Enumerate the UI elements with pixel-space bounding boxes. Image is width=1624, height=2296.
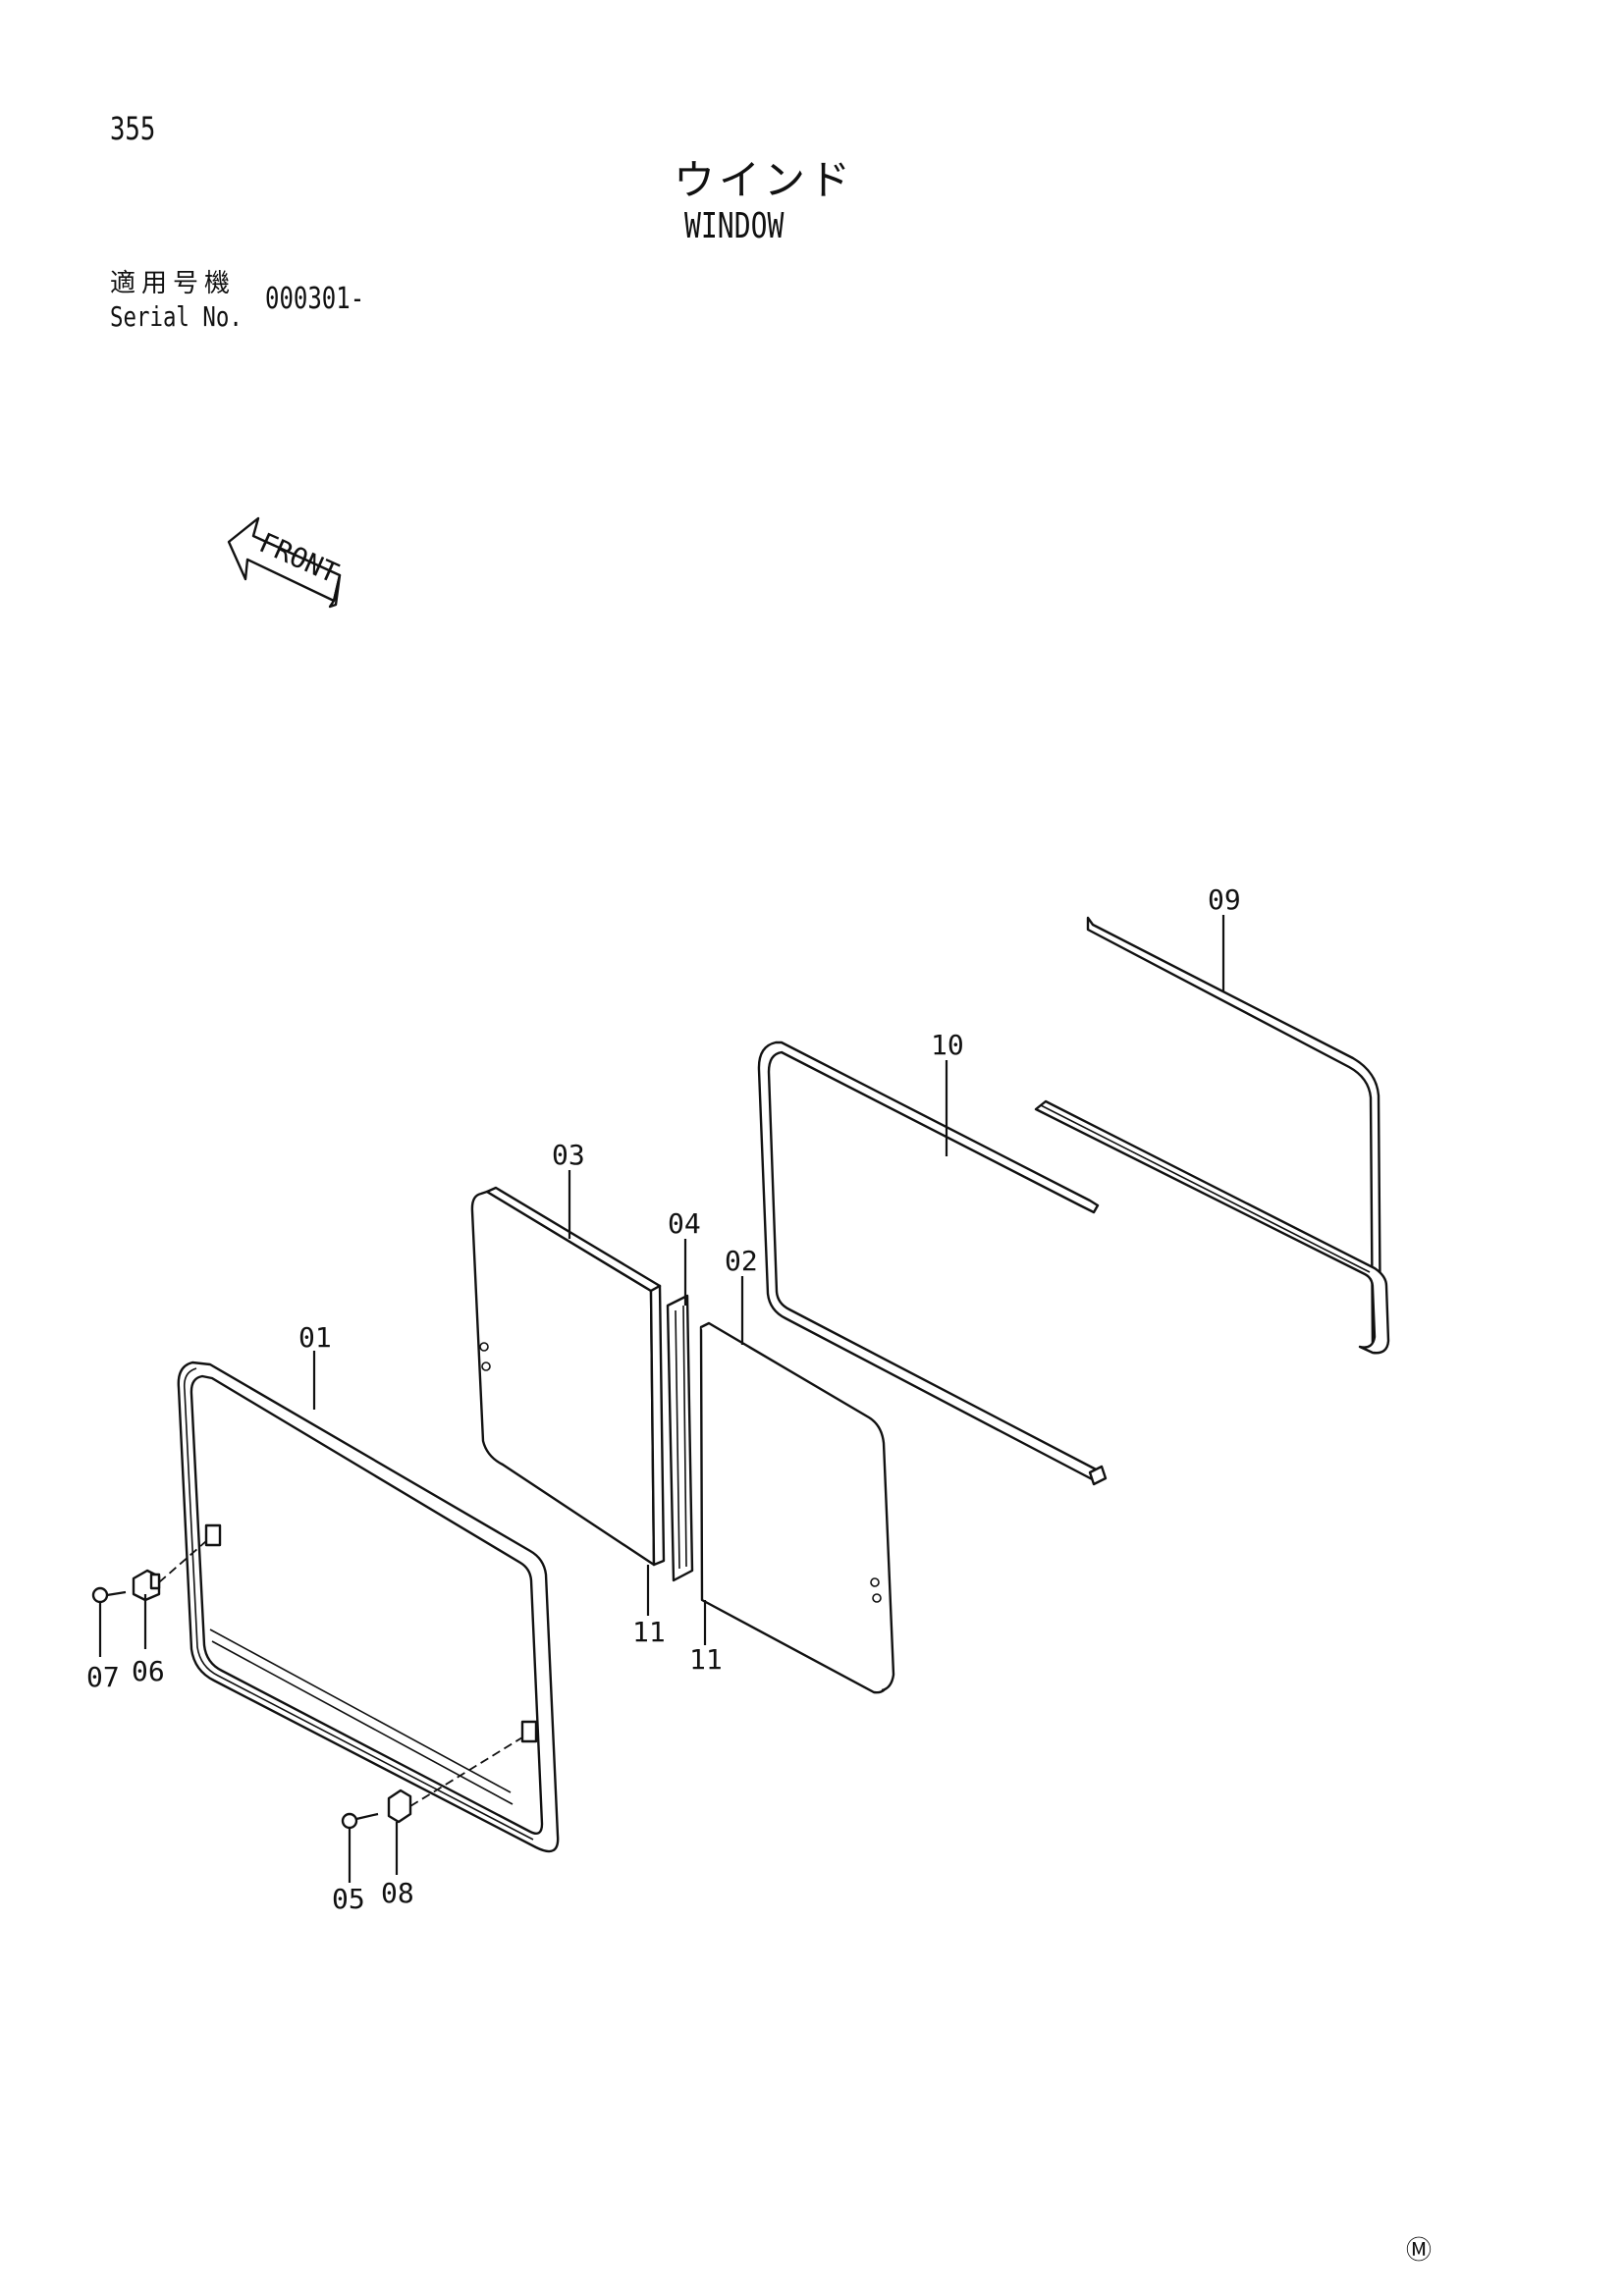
part-09-weatherstrip — [1086, 916, 1382, 1351]
callout-03: 03 — [552, 1139, 585, 1171]
part-02-glass-panel — [699, 1321, 895, 1694]
title-english: WINDOW — [684, 206, 785, 246]
part-01-sash-frame — [177, 1361, 560, 1853]
part-08-fastener — [387, 1789, 412, 1824]
assembly-line-06 — [158, 1540, 207, 1583]
part-05-screw — [341, 1812, 379, 1830]
part-06-fastener — [132, 1569, 161, 1602]
callout-06: 06 — [132, 1655, 165, 1687]
serial-number-value: 000301- — [265, 282, 365, 316]
part-04-channel-strip — [666, 1294, 694, 1582]
leader-lines — [98, 915, 1225, 1883]
callout-08: 08 — [381, 1877, 414, 1909]
serial-label-english: Serial No. — [110, 300, 243, 333]
callout-11-left: 11 — [632, 1616, 666, 1648]
front-arrow-icon: FRONT — [227, 516, 344, 609]
assembly-line-08 — [409, 1736, 523, 1807]
callout-11-right: 11 — [689, 1643, 723, 1676]
callout-01: 01 — [298, 1321, 332, 1354]
title-japanese: ウインド — [674, 156, 855, 204]
callout-04: 04 — [668, 1207, 701, 1240]
callout-09: 09 — [1208, 883, 1241, 916]
callout-05: 05 — [332, 1883, 365, 1915]
revision-mark: Ⓜ — [1406, 2236, 1433, 2266]
serial-label-japanese: 適用号機 — [110, 269, 237, 298]
part-07-screw — [91, 1586, 127, 1604]
part-10-rubber-frame — [757, 1041, 1390, 1486]
part-03-glass-panel — [470, 1186, 666, 1567]
callout-02: 02 — [725, 1245, 758, 1277]
callout-10: 10 — [931, 1029, 964, 1061]
page-number: 355 — [110, 110, 156, 147]
callout-07: 07 — [86, 1661, 120, 1693]
